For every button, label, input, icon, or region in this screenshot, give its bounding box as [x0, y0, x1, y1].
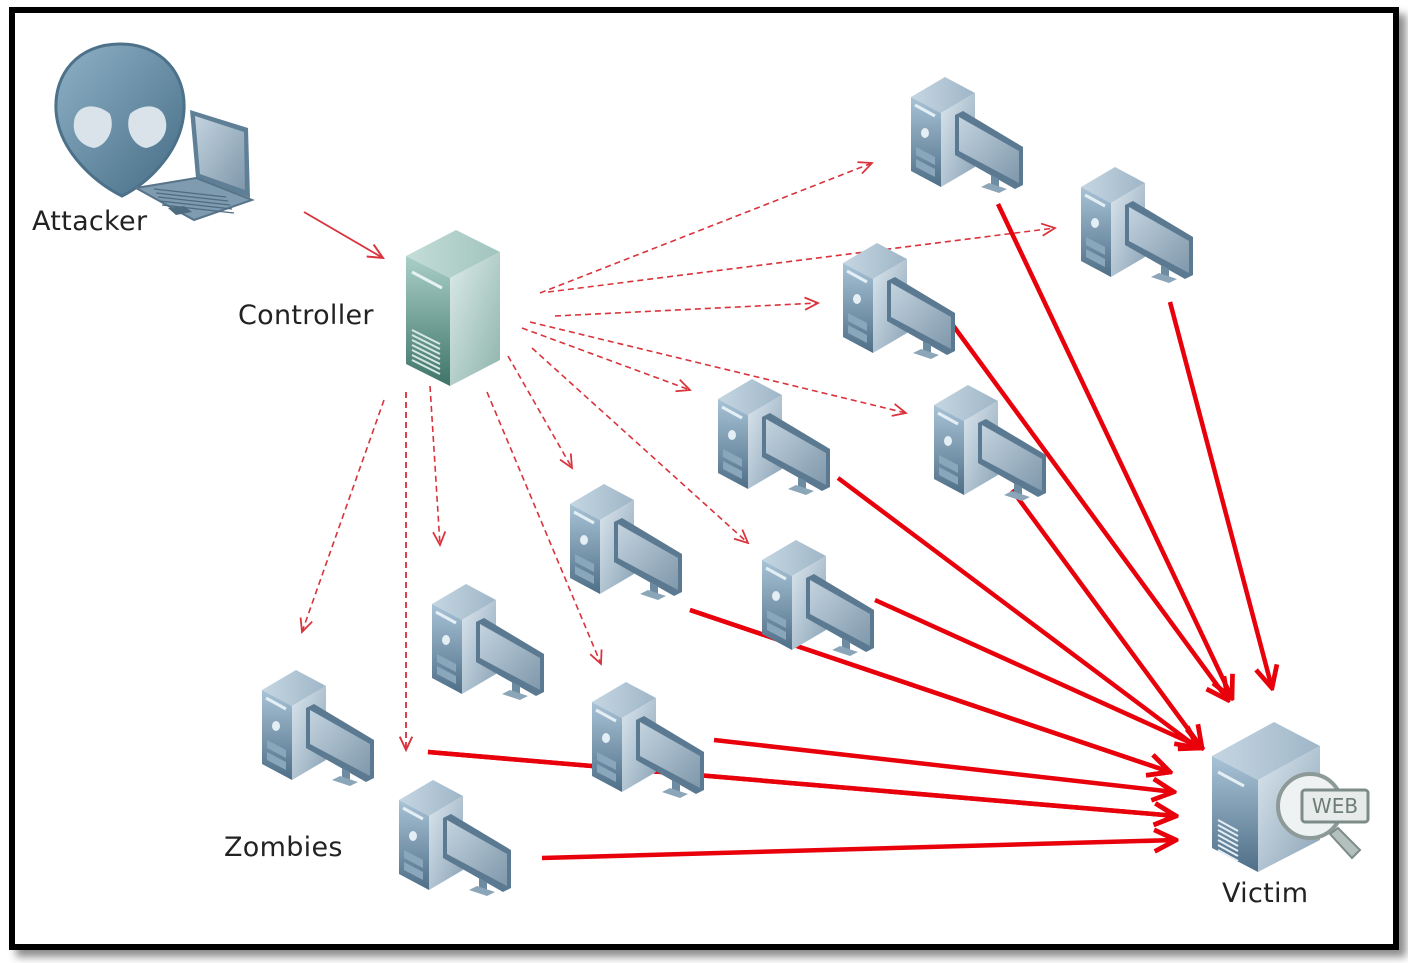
zombie-computer-icon [716, 377, 832, 497]
attack-arrow-z1-to-victim [995, 203, 1232, 698]
attack-arrow-z4-to-victim [836, 476, 1198, 748]
victim-label: Victim [1222, 878, 1309, 909]
attack-arrow-z5-to-victim [1010, 488, 1202, 748]
edges-layer [302, 163, 1272, 861]
zombie-computer-icon [841, 241, 957, 361]
command-arrow-controller-to-z2 [547, 228, 1055, 293]
command-arrow-controller-to-z8 [429, 385, 440, 545]
command-arrow-controller-to-z10 [302, 399, 385, 632]
victim-web-server-icon: WEB [1212, 722, 1370, 872]
attack-arrow-z12-to-victim [541, 840, 1176, 861]
command-arrow-controller-to-z9 [486, 391, 601, 664]
command-arrow-attacker-to-controller [303, 211, 383, 258]
zombie-computer-icon [260, 668, 376, 788]
controller-label: Controller [238, 300, 374, 331]
zombie-computer-icon [590, 680, 706, 800]
zombie-computer-icon [909, 75, 1025, 195]
command-arrow-controller-to-z5 [529, 321, 906, 413]
attack-arrow-z2-to-victim [1167, 301, 1272, 688]
nodes-layer: WEB [54, 42, 1370, 898]
zombie-computer-icon [932, 383, 1048, 503]
laptop-icon [132, 110, 255, 222]
zombie-computer-icon [1079, 165, 1195, 285]
controller-server-icon [406, 230, 500, 386]
attacker-alien-icon [54, 42, 255, 222]
attack-arrow-z8-to-victim [689, 607, 1170, 772]
command-arrow-controller-to-z1 [539, 163, 872, 294]
attack-arrow-z7-to-victim [874, 597, 1202, 748]
zombie-computer-icon [397, 778, 513, 898]
command-arrow-controller-to-z4 [521, 327, 690, 390]
web-badge-text: WEB [1312, 794, 1358, 818]
attack-arrow-z3-to-victim [950, 322, 1228, 700]
zombie-computer-icon [568, 482, 684, 602]
zombie-computer-icon [430, 582, 546, 702]
command-arrow-controller-to-z7 [531, 347, 748, 543]
magnifier-icon: WEB [1276, 772, 1370, 860]
command-arrow-controller-to-z3 [554, 303, 818, 317]
zombie-computer-icon [760, 538, 876, 658]
command-arrow-controller-to-z6 [507, 355, 572, 468]
zombies-label: Zombies [224, 832, 343, 863]
attack-arrow-z11-to-victim [427, 749, 1176, 816]
attacker-label: Attacker [32, 206, 148, 237]
attack-arrow-z9-to-victim [713, 737, 1174, 792]
